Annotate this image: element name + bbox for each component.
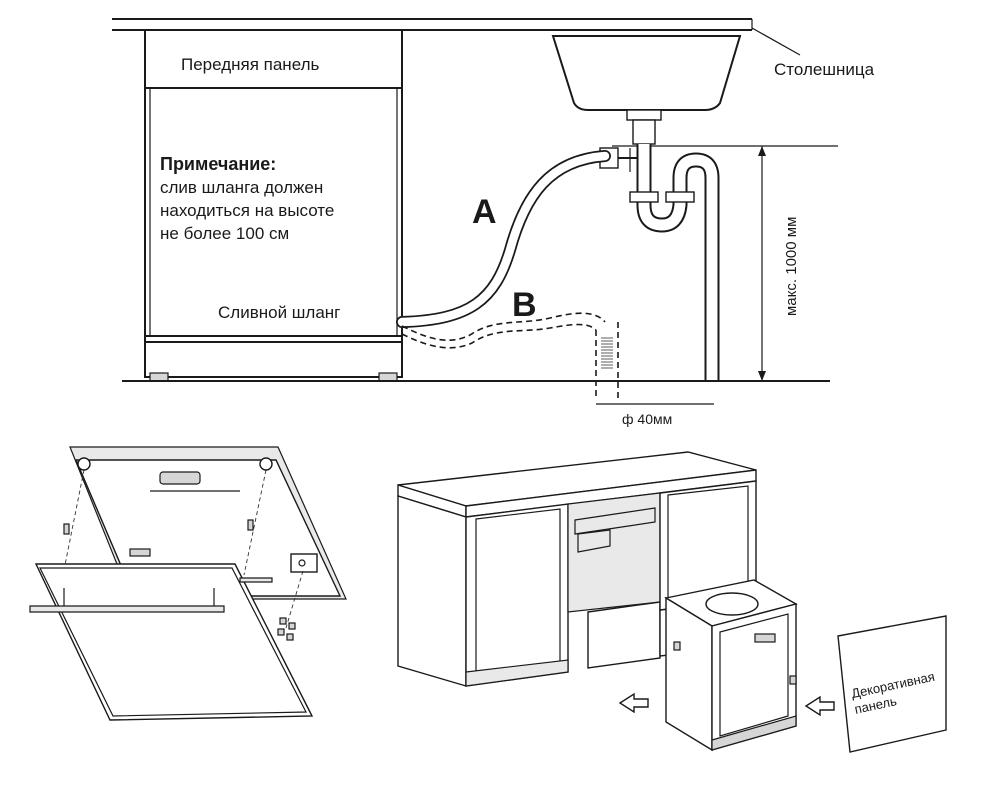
drain-hose-label: Сливной шланг <box>218 303 340 322</box>
sink-siphon <box>599 144 720 380</box>
note-line-3: не более 100 см <box>160 224 289 243</box>
option-b-label: B <box>512 286 537 324</box>
door-panel-mounting-diagram <box>29 446 347 721</box>
pipe-grate <box>601 337 613 369</box>
left-cabinet <box>397 495 467 687</box>
insert-arrow-right <box>804 695 835 717</box>
decorative-panel-sheet <box>837 615 947 753</box>
note-title: Примечание: <box>160 154 276 174</box>
builtin-installation-diagram: Декоративная панель <box>397 451 947 753</box>
sink <box>551 35 742 145</box>
decorative-door-panel <box>34 563 314 721</box>
dishwasher-body <box>144 29 403 382</box>
drain-installation-diagram: Передняя панель Столешница Примечание: с… <box>112 18 875 427</box>
mounting-screws <box>63 519 296 641</box>
insert-arrow-left <box>618 692 649 714</box>
door-handle <box>159 471 201 485</box>
option-a-label: A <box>472 193 497 231</box>
hose-option-b <box>401 312 714 405</box>
note-line-2: находиться на высоте <box>160 201 334 220</box>
countertop-label: Столешница <box>774 60 875 79</box>
note-line-1: слив шланга должен <box>160 178 323 197</box>
max-height-dimension <box>758 146 766 381</box>
hose-option-a <box>396 150 611 328</box>
max-height-label: макс. 1000 мм <box>783 217 800 316</box>
builtin-dishwasher <box>664 579 798 752</box>
front-panel-label: Передняя панель <box>181 55 320 74</box>
cabinet-opening <box>567 492 661 613</box>
pipe-diameter-label: ф 40мм <box>622 411 672 427</box>
